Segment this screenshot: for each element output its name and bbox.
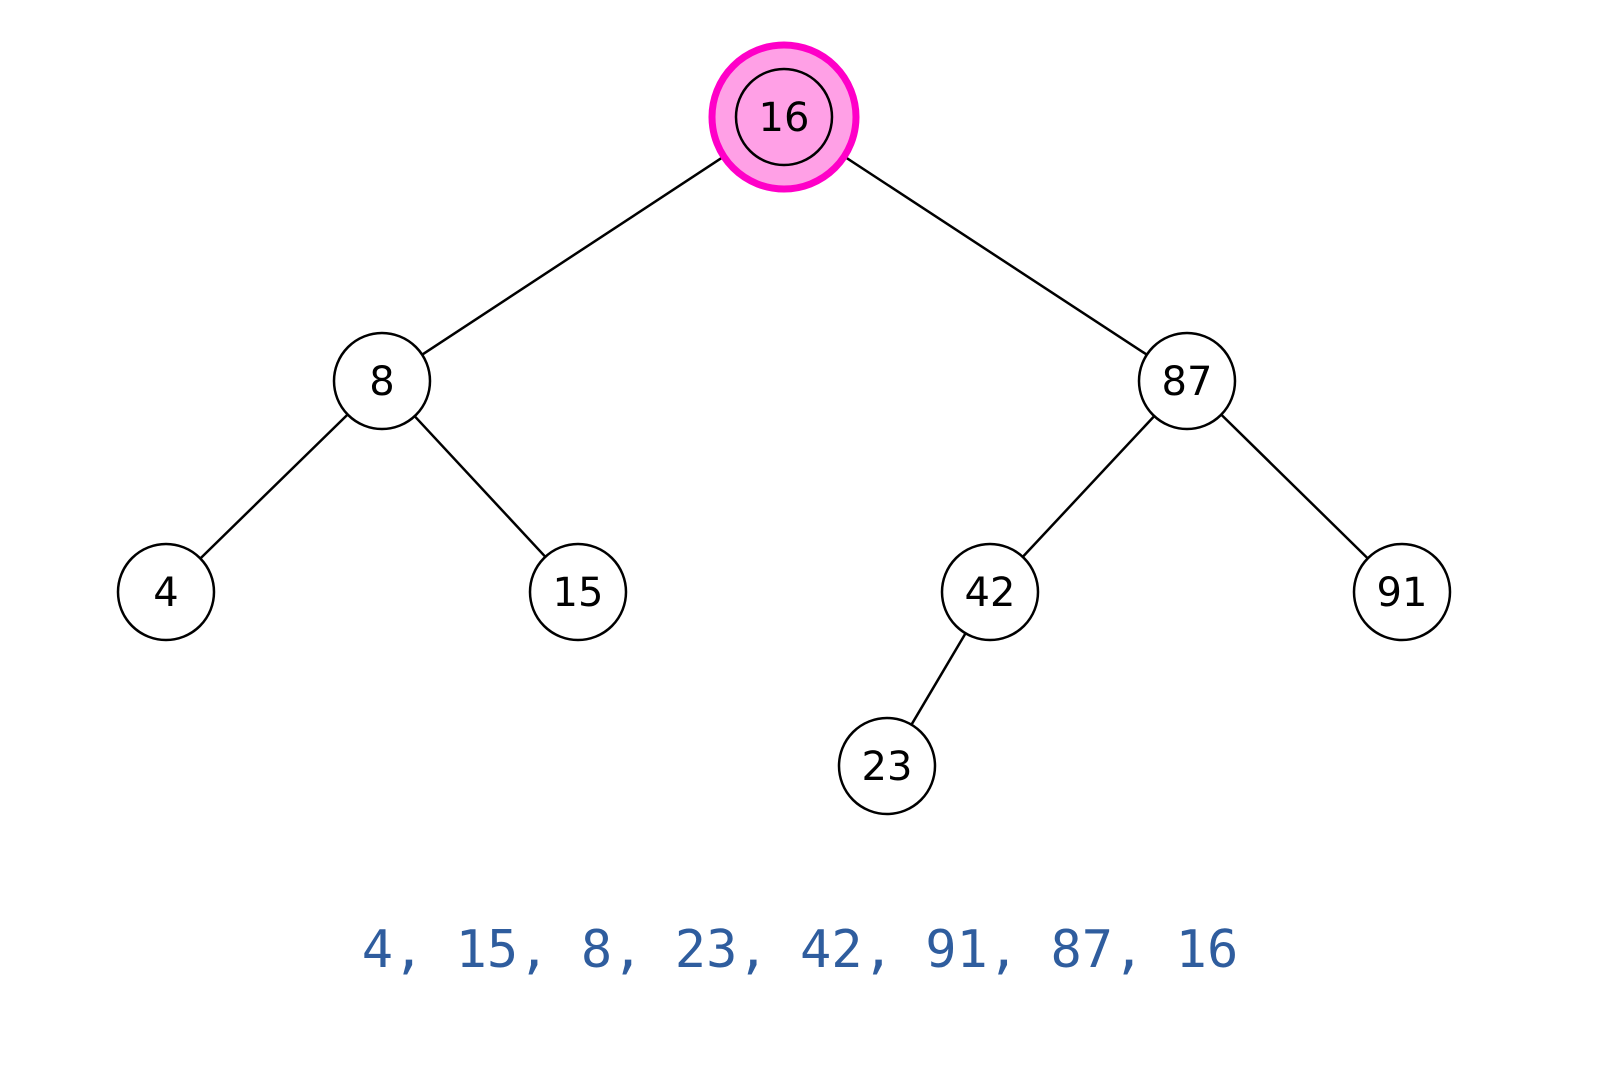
edge-87-91 — [1220, 413, 1369, 560]
nodes-layer: 16 8 87 4 15 42 91 23 — [116, 67, 1452, 816]
traversal-sequence: 4, 15, 8, 23, 42, 91, 87, 16 — [361, 920, 1239, 980]
node-label-4: 4 — [153, 570, 178, 616]
tree-node-42: 42 — [940, 542, 1040, 642]
node-circle-23 — [837, 716, 937, 816]
node-label-8: 8 — [369, 359, 394, 405]
edge-16-87 — [823, 142, 1148, 356]
highlight-ring-16 — [708, 41, 860, 193]
node-circle-8 — [332, 331, 432, 431]
tree-node-16: 16 — [734, 67, 834, 167]
node-circle-91 — [1352, 542, 1452, 642]
node-label-15: 15 — [553, 570, 604, 616]
edges-layer — [199, 142, 1369, 726]
tree-node-91: 91 — [1352, 542, 1452, 642]
tree-node-87: 87 — [1137, 331, 1237, 431]
edge-87-42 — [1021, 415, 1156, 558]
highlight-layer — [708, 41, 860, 193]
edge-8-4 — [199, 413, 349, 560]
node-circle-16 — [734, 67, 834, 167]
node-circle-15 — [528, 542, 628, 642]
tree-node-23: 23 — [837, 716, 937, 816]
tree-node-8: 8 — [332, 331, 432, 431]
node-circle-87 — [1137, 331, 1237, 431]
node-circle-4 — [116, 542, 216, 642]
node-circle-42 — [940, 542, 1040, 642]
node-label-91: 91 — [1377, 570, 1428, 616]
edge-8-15 — [413, 415, 547, 558]
node-label-23: 23 — [862, 744, 913, 790]
node-label-16: 16 — [759, 95, 810, 141]
tree-node-4: 4 — [116, 542, 216, 642]
node-label-42: 42 — [965, 570, 1016, 616]
edge-16-8 — [421, 142, 745, 356]
node-label-87: 87 — [1162, 359, 1213, 405]
edge-42-23 — [910, 632, 967, 726]
tree-node-15: 15 — [528, 542, 628, 642]
